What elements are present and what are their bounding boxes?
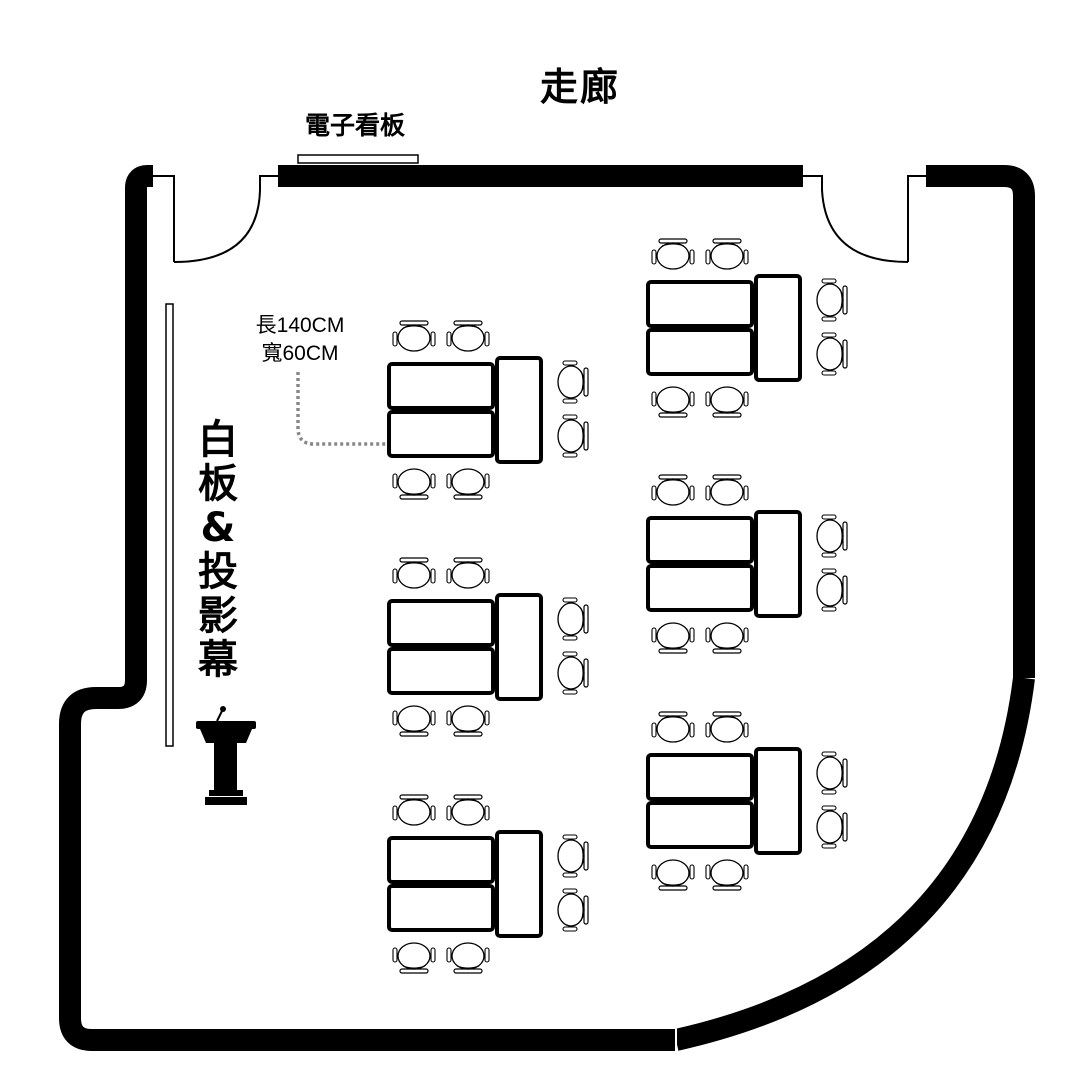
table-length-label: 長140CM bbox=[255, 314, 345, 337]
podium-icon bbox=[196, 706, 256, 805]
table-group-left-2 bbox=[389, 558, 588, 736]
table-group-left-3 bbox=[389, 795, 588, 973]
whiteboard-char: & bbox=[200, 505, 236, 551]
wall-left bbox=[59, 165, 676, 1051]
whiteboard-char: 板 bbox=[198, 461, 238, 507]
whiteboard-strip bbox=[165, 303, 174, 747]
door-left[interactable] bbox=[153, 175, 278, 263]
door-right[interactable] bbox=[803, 175, 926, 263]
table-group-right-1 bbox=[648, 239, 847, 417]
whiteboard-char: 投 bbox=[198, 549, 238, 595]
whiteboard-char: 白 bbox=[198, 417, 238, 463]
whiteboard-label: 白 板 & 投 影 幕 bbox=[188, 418, 248, 682]
table-dimensions: 長140CM 寬60CM bbox=[230, 312, 370, 368]
corridor-label: 走廊 bbox=[539, 65, 620, 109]
table-width-label: 寬60CM bbox=[261, 342, 339, 365]
signboard-label: 電子看板 bbox=[304, 111, 405, 140]
electronic-signboard bbox=[297, 154, 419, 164]
table-group-right-3 bbox=[648, 712, 847, 890]
wall-curve bbox=[673, 676, 1035, 1051]
whiteboard-char: 影 bbox=[198, 593, 238, 639]
walls bbox=[59, 165, 1035, 1051]
wall-right bbox=[926, 165, 1035, 678]
table-group-right-2 bbox=[648, 475, 847, 653]
table-group-left-1 bbox=[389, 321, 588, 499]
whiteboard-char: 幕 bbox=[198, 637, 238, 683]
